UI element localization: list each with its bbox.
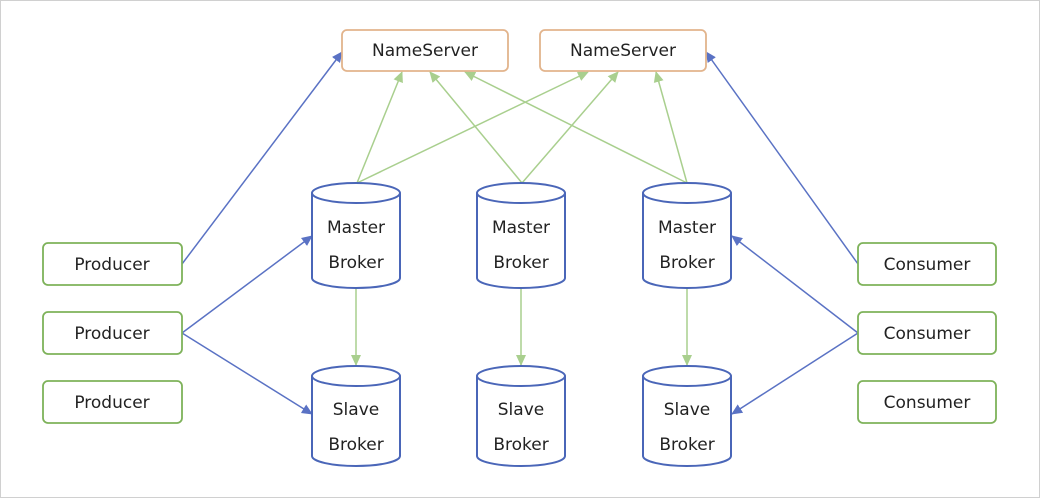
cylinder-top bbox=[476, 365, 566, 387]
cylinder-body bbox=[311, 376, 401, 467]
consumer-label: Consumer bbox=[884, 393, 971, 413]
cylinder-body bbox=[642, 376, 732, 467]
broker-role-label: Master bbox=[327, 218, 385, 238]
broker-type-label: Broker bbox=[659, 435, 714, 455]
edge-master1-nameserver1 bbox=[356, 71, 403, 184]
broker-role-label: Slave bbox=[498, 400, 544, 420]
cylinder-top bbox=[642, 365, 732, 387]
producer-node: Producer bbox=[42, 242, 183, 286]
consumer-label: Consumer bbox=[884, 324, 971, 344]
producer-label: Producer bbox=[74, 324, 149, 344]
master-broker-node: Master Broker bbox=[476, 182, 566, 289]
consumer-node: Consumer bbox=[857, 311, 997, 355]
producer-label: Producer bbox=[74, 255, 149, 275]
cylinder-top bbox=[642, 182, 732, 204]
edge-consumer2-master3 bbox=[731, 235, 859, 334]
producer-node: Producer bbox=[42, 380, 183, 424]
broker-type-label: Broker bbox=[659, 253, 714, 273]
master-broker-node: Master Broker bbox=[642, 182, 732, 289]
edge-master1-nameserver2 bbox=[356, 71, 589, 184]
cylinder-body bbox=[476, 376, 566, 467]
producer-label: Producer bbox=[74, 393, 149, 413]
edge-master2-nameserver2 bbox=[521, 71, 619, 184]
edge-master2-nameserver1 bbox=[429, 71, 523, 184]
consumer-node: Consumer bbox=[857, 242, 997, 286]
nameserver-node: NameServer bbox=[539, 29, 707, 72]
broker-type-label: Broker bbox=[328, 253, 383, 273]
master-broker-node: Master Broker bbox=[311, 182, 401, 289]
broker-type-label: Broker bbox=[493, 435, 548, 455]
producer-node: Producer bbox=[42, 311, 183, 355]
edge-master3-nameserver1 bbox=[464, 71, 688, 184]
edge-producer2-slave1 bbox=[181, 332, 313, 415]
cylinder-top bbox=[476, 182, 566, 204]
edge-consumer2-slave3 bbox=[731, 332, 859, 415]
nameserver-label: NameServer bbox=[570, 41, 676, 61]
consumer-node: Consumer bbox=[857, 380, 997, 424]
nameserver-node: NameServer bbox=[341, 29, 509, 72]
cylinder-body bbox=[642, 193, 732, 289]
cylinder-body bbox=[476, 193, 566, 289]
edges bbox=[181, 51, 859, 415]
broker-role-label: Slave bbox=[664, 400, 710, 420]
edge-master3-nameserver2 bbox=[653, 71, 688, 184]
consumer-label: Consumer bbox=[884, 255, 971, 275]
broker-role-label: Master bbox=[492, 218, 550, 238]
broker-type-label: Broker bbox=[493, 253, 548, 273]
slave-broker-node: Slave Broker bbox=[311, 365, 401, 467]
broker-role-label: Slave bbox=[333, 400, 379, 420]
cylinder-top bbox=[311, 182, 401, 204]
broker-role-label: Master bbox=[658, 218, 716, 238]
edge-producer1-nameserver1 bbox=[181, 51, 343, 265]
edge-consumer1-nameserver2 bbox=[705, 51, 859, 265]
cylinder-top bbox=[311, 365, 401, 387]
nameserver-label: NameServer bbox=[372, 41, 478, 61]
edge-producer2-master1 bbox=[181, 235, 313, 334]
cylinder-body bbox=[311, 193, 401, 289]
slave-broker-node: Slave Broker bbox=[642, 365, 732, 467]
broker-type-label: Broker bbox=[328, 435, 383, 455]
slave-broker-node: Slave Broker bbox=[476, 365, 566, 467]
